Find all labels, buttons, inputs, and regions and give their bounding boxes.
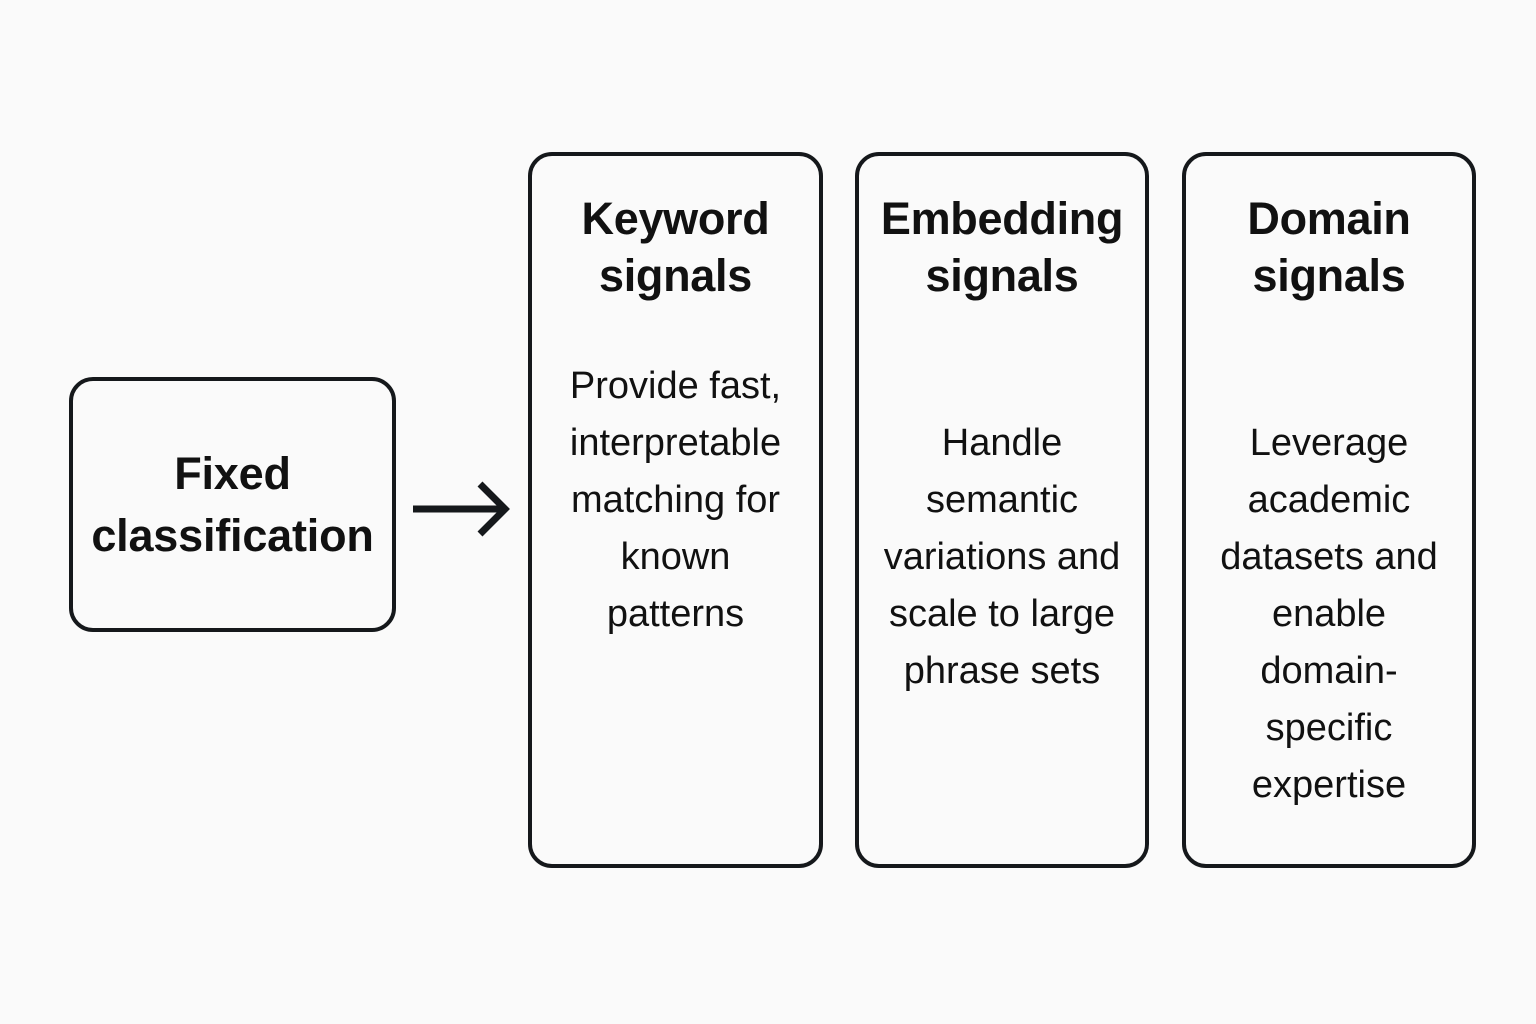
signal-card-body: Leverage academic datasets and enable do… bbox=[1220, 422, 1438, 806]
signal-card-embedding[interactable]: Embedding signals Handle semantic variat… bbox=[855, 152, 1149, 868]
signal-card-title: Embedding signals bbox=[880, 193, 1124, 301]
signal-card-title: Keyword signals bbox=[581, 193, 770, 301]
signal-card-keyword[interactable]: Keyword signals Provide fast, interpreta… bbox=[528, 152, 823, 868]
source-node-label: Fixed classification bbox=[91, 447, 374, 561]
signal-card-domain[interactable]: Domain signals Leverage academic dataset… bbox=[1182, 152, 1476, 868]
signal-card-body: Handle semantic variations and scale to … bbox=[883, 422, 1121, 692]
signal-card-title: Domain signals bbox=[1247, 193, 1411, 301]
arrow-right-icon bbox=[408, 476, 516, 542]
source-node-fixed-classification[interactable]: Fixed classification bbox=[69, 377, 396, 632]
signal-card-body: Provide fast, interpretable matching for… bbox=[569, 365, 782, 635]
